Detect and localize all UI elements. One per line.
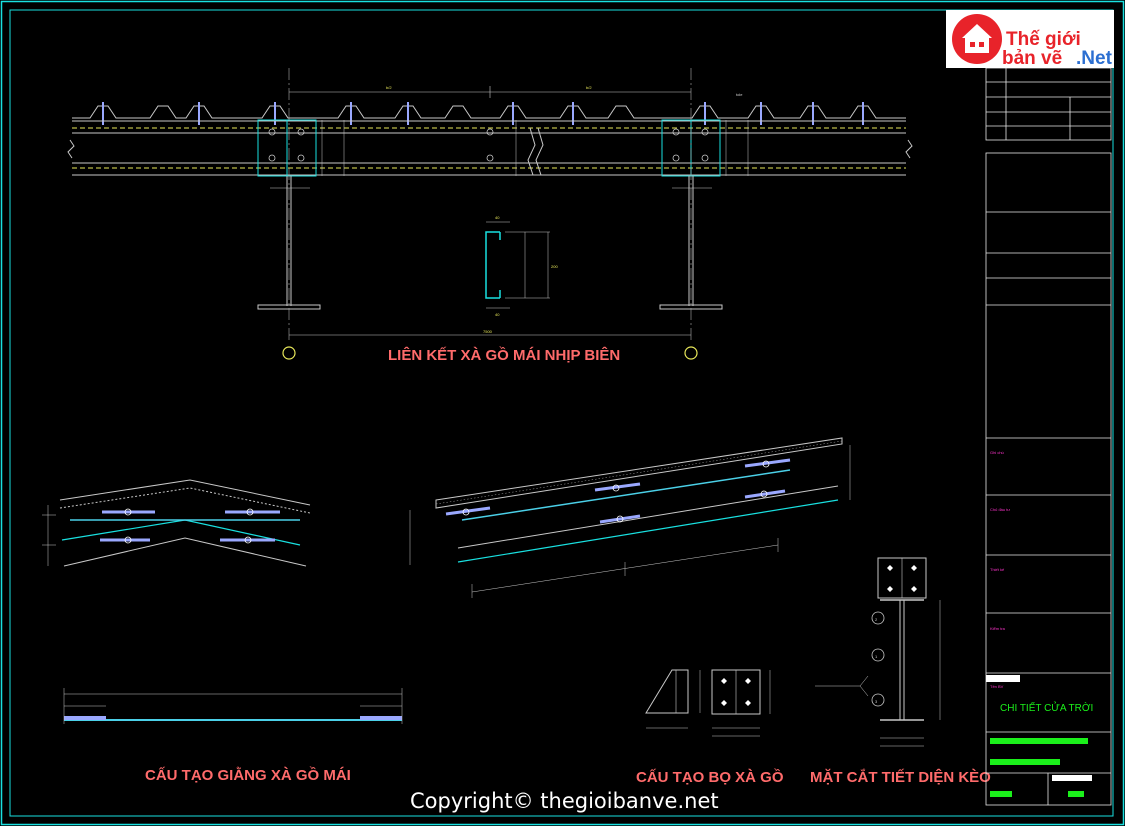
- c-section-detail: 40 40 200: [485, 215, 558, 317]
- tole-note: tole: [736, 92, 743, 97]
- sloped-purlin-detail: [409, 437, 851, 598]
- tb-green-bar-4: [1068, 791, 1084, 797]
- callout-3: 3: [875, 699, 878, 704]
- section-h: 200: [551, 264, 558, 269]
- inner-frame: [9, 9, 1114, 817]
- tb-green-bar-3: [990, 791, 1012, 797]
- logo-line2a: bản vẽ: [1002, 48, 1062, 69]
- tb-white-mark: [986, 675, 1020, 682]
- logo-line1: Thế giới: [1006, 29, 1081, 50]
- dim-7500: 7500: [483, 329, 493, 334]
- dim-b2-right: b/2: [586, 85, 592, 90]
- tb-pink-1: Ghi chú: [990, 450, 1004, 455]
- logo-line2b: .Net: [1076, 48, 1113, 69]
- title-lien-ket: LIÊN KẾT XÀ GỒ MÁI NHỊP BIÊN: [388, 346, 620, 364]
- title-cau-tao-giang: CẤU TẠO GIẰNG XÀ GỒ MÁI: [145, 766, 351, 784]
- tb-pink-4: Kiểm tra: [990, 626, 1006, 631]
- title-block: [985, 67, 1112, 806]
- callout-2: 2: [875, 617, 878, 622]
- callout-1: 1: [875, 654, 878, 659]
- tb-pink-5: Tên BV: [990, 684, 1004, 689]
- ridge-bracing-detail: [42, 479, 311, 567]
- purlin-cleat-detail: [645, 669, 771, 737]
- bracing-rod-detail: [63, 688, 403, 724]
- tb-pink-2: Chủ đầu tư: [990, 507, 1010, 512]
- drawing-name: CHI TIẾT CỬA TRỜI: [1000, 701, 1093, 714]
- section-w1: 40: [495, 215, 500, 220]
- title-cau-tao-bo: CẤU TẠO BỌ XÀ GỒ: [636, 768, 784, 786]
- tb-green-bar-1: [990, 738, 1088, 744]
- roof-sheet: [72, 105, 906, 119]
- tb-white-mark-2: [1052, 775, 1092, 781]
- rafter-section-detail: 2 1 3: [815, 557, 941, 747]
- section-w2: 40: [495, 312, 500, 317]
- purlin-connection-view: b/2 b/2 tole 7500: [67, 68, 913, 360]
- tb-green-bar-2: [990, 759, 1060, 765]
- dim-b2-left: b/2: [386, 85, 392, 90]
- tb-pink-3: Thiết kế: [990, 567, 1005, 572]
- site-logo: Thế giới bản vẽ .Net: [946, 10, 1114, 69]
- title-mat-cat: MẶT CẮT TIẾT DIỆN KÈO: [810, 768, 991, 786]
- copyright-watermark: Copyright© thegioibanve.net: [410, 789, 719, 813]
